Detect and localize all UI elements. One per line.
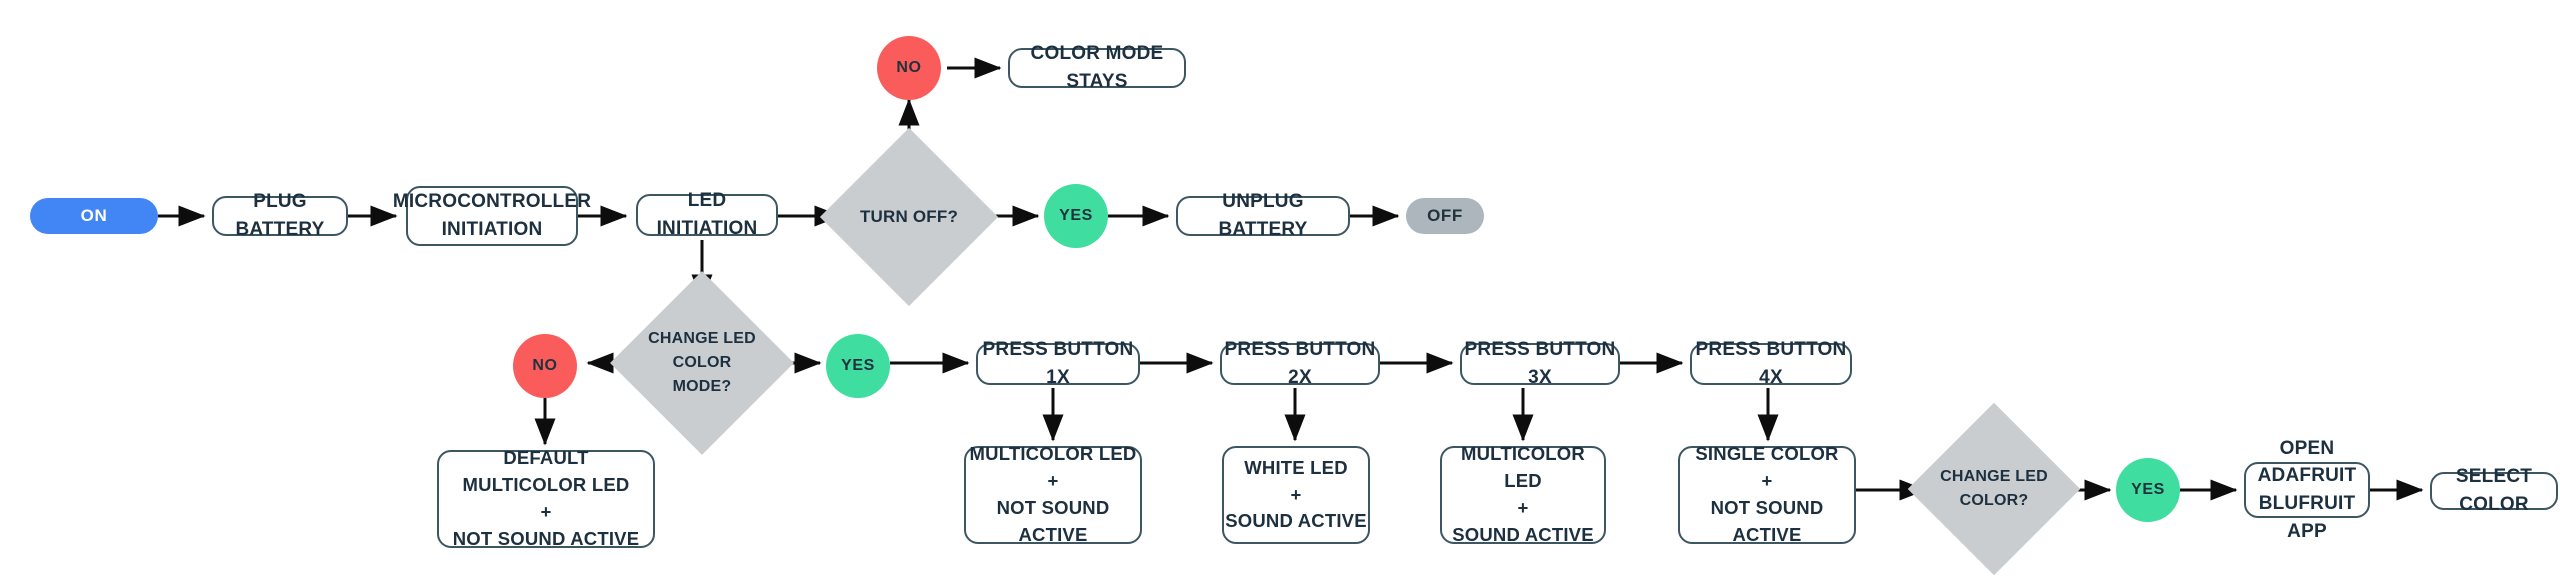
node-plug-battery[interactable]: PLUG BATTERY	[212, 191, 348, 240]
node-off[interactable]: OFF	[1406, 198, 1484, 234]
node-microcontroller-initiation[interactable]: MICROCONTROLLER INITIATION	[393, 186, 591, 246]
node-press-button-2x[interactable]: PRESS BUTTON 2X	[1220, 339, 1380, 388]
node-turn-off-decision[interactable]: TURN OFF?	[819, 127, 999, 307]
node-change-color-yes[interactable]: YES	[2116, 458, 2180, 522]
node-press-button-3x[interactable]: PRESS BUTTON 3X	[1460, 339, 1620, 388]
node-press-button-1x[interactable]: PRESS BUTTON 1X	[976, 339, 1140, 388]
node-result-1x[interactable]: MULTICOLOR LED + NOT SOUND ACTIVE	[964, 443, 1142, 545]
node-default-multicolor[interactable]: DEFAULT MULTICOLOR LED + NOT SOUND ACTIV…	[437, 447, 655, 549]
node-color-mode-no[interactable]: NO	[513, 334, 577, 398]
node-change-led-color-label: CHANGE LED COLOR?	[1940, 468, 2048, 509]
node-turn-off-no[interactable]: NO	[877, 36, 941, 100]
node-turn-off-yes[interactable]: YES	[1044, 184, 1108, 248]
node-turn-off-decision-label: TURN OFF?	[859, 207, 959, 227]
node-color-mode-stays[interactable]: COLOR MODE STAYS	[1008, 43, 1186, 92]
node-change-led-color-decision[interactable]: CHANGE LED COLOR?	[1907, 402, 2081, 576]
node-select-color[interactable]: SELECT COLOR	[2430, 466, 2558, 515]
node-on[interactable]: ON	[30, 198, 158, 234]
node-unplug-battery[interactable]: UNPLUG BATTERY	[1176, 191, 1350, 240]
node-result-3x[interactable]: MULTICOLOR LED + SOUND ACTIVE	[1440, 443, 1606, 545]
node-press-button-4x[interactable]: PRESS BUTTON 4X	[1690, 339, 1852, 388]
node-result-2x[interactable]: WHITE LED + SOUND ACTIVE	[1222, 446, 1370, 544]
node-color-mode-yes[interactable]: YES	[826, 334, 890, 398]
node-led-initiation[interactable]: LED INITIATION	[636, 190, 778, 239]
node-open-adafruit[interactable]: OPEN ADAFRUIT BLUFRUIT APP	[2244, 438, 2370, 542]
node-result-4x[interactable]: SINGLE COLOR + NOT SOUND ACTIVE	[1678, 443, 1856, 545]
node-change-led-color-mode-label: CHANGE LED COLOR MODE?	[648, 330, 756, 395]
node-change-led-color-mode-decision[interactable]: CHANGE LED COLOR MODE?	[610, 271, 794, 455]
